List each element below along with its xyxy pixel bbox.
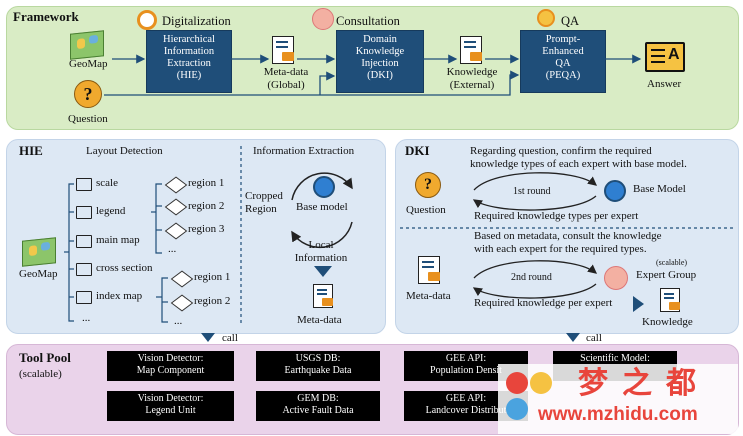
- metadata-doc-icon: [272, 36, 294, 64]
- right-chevron-icon: [633, 296, 644, 312]
- tool-gem-db: GEM DB:Active Fault Data: [256, 391, 380, 421]
- down-chevron-icon: [314, 266, 332, 277]
- folder-icon: [76, 263, 92, 276]
- dki-base-model-label: Base Model: [633, 183, 686, 195]
- watermark-logo-icon: [506, 372, 528, 394]
- dki-question-label: Question: [406, 204, 446, 216]
- hie-geomap-label: GeoMap: [19, 268, 58, 280]
- layout-item-index-map: index map: [96, 290, 143, 302]
- base-model-icon: [313, 176, 335, 198]
- required-knowledge-label: Required knowledge per expert: [474, 297, 613, 309]
- knowledge-doc-icon: [460, 36, 482, 64]
- round-2-label: 2nd round: [511, 272, 552, 283]
- framework-title: Framework: [13, 9, 79, 24]
- call-arrow-icon: [201, 333, 215, 342]
- information-extraction-label: Information Extraction: [253, 145, 355, 157]
- stage-digitalization: Digitalization: [162, 14, 231, 28]
- expert-group-icon: [604, 266, 628, 290]
- metadata-label: Meta-data(Global): [263, 66, 309, 91]
- geomap-label: GeoMap: [69, 58, 108, 70]
- dki-knowledge-doc-icon: [660, 288, 680, 312]
- call-label-left: call: [222, 332, 238, 344]
- experts-icon: [312, 8, 334, 30]
- round-1-label: 1st round: [513, 186, 551, 197]
- dki-knowledge-label: Knowledge: [642, 316, 693, 328]
- region-a-3: region 3: [188, 223, 225, 235]
- watermark-logo-icon: [506, 398, 528, 420]
- tool-usgs-db: USGS DB:Earthquake Data: [256, 351, 380, 381]
- layout-detection-label: Layout Detection: [86, 145, 163, 157]
- required-types-label: Required knowledge types per expert: [474, 210, 639, 222]
- watermark-url: www.mzhidu.com: [538, 404, 698, 425]
- region-a-1: region 1: [188, 177, 225, 189]
- dki-title: DKI: [405, 143, 430, 158]
- region-b-1: region 1: [194, 271, 231, 283]
- hie-metadata-label: Meta-data: [297, 314, 342, 326]
- folder-icon: [76, 235, 92, 248]
- answer-label: Answer: [647, 78, 682, 90]
- question-label: Question: [68, 113, 108, 125]
- watermark: 梦之都 www.mzhidu.com: [498, 364, 738, 434]
- tool-pool-title: Tool Pool: [19, 350, 71, 365]
- hie-title: HIE: [19, 143, 43, 158]
- expert-group-label: Expert Group: [636, 269, 697, 281]
- stage-qa: QA: [561, 14, 580, 28]
- layout-item-more: ...: [82, 312, 91, 324]
- region-a-2: region 2: [188, 200, 225, 212]
- stage-consultation: Consultation: [336, 14, 400, 28]
- dki-metadata-doc-icon: [418, 256, 440, 284]
- magnifier-icon: [137, 10, 157, 30]
- layout-item-scale: scale: [96, 177, 118, 189]
- tool-pool-subtitle: (scalable): [19, 368, 62, 380]
- layout-item-main-map: main map: [96, 234, 140, 246]
- lightbulb-icon: [537, 9, 555, 27]
- folder-icon: [76, 178, 92, 191]
- dki-text-2: Based on metadata, consult the knowledge…: [474, 230, 662, 255]
- scalable-label: (scalable): [656, 258, 688, 267]
- dki-text-1: Regarding question, confirm the required…: [470, 145, 687, 170]
- question-icon: ?: [74, 80, 102, 108]
- knowledge-label: Knowledge(External): [446, 66, 498, 91]
- folder-icon: [76, 206, 92, 219]
- hie-base-model-label: Base model: [296, 201, 348, 213]
- dki-metadata-label: Meta-data: [406, 290, 451, 302]
- answer-icon: A: [645, 42, 685, 72]
- watermark-logo-icon: [530, 372, 552, 394]
- dki-base-model-icon: [604, 180, 626, 202]
- folder-icon: [76, 291, 92, 304]
- layout-item-legend: legend: [96, 205, 126, 217]
- call-label-right: call: [586, 332, 602, 344]
- hie-metadata-doc-icon: [313, 284, 333, 308]
- dki-question-icon: ?: [415, 172, 441, 198]
- region-a-more: ...: [168, 243, 177, 255]
- dki-panel: [395, 139, 739, 334]
- tool-vision-detector-map-component: Vision Detector:Map Component: [107, 351, 234, 381]
- region-b-2: region 2: [194, 295, 231, 307]
- tool-vision-detector-legend-unit: Vision Detector:Legend Unit: [107, 391, 234, 421]
- layout-item-cross-section: cross section: [96, 262, 153, 274]
- region-b-more: ...: [174, 315, 183, 327]
- watermark-brand: 梦之都: [578, 366, 710, 401]
- call-arrow-icon: [566, 333, 580, 342]
